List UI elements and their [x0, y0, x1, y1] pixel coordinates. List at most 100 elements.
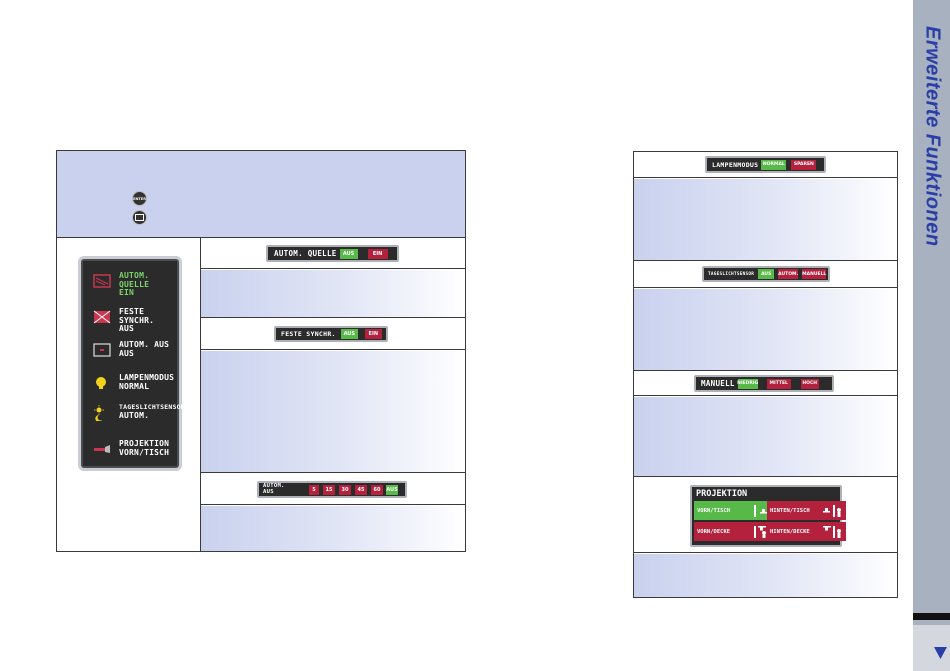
left-row-desc-3: [201, 506, 465, 551]
chapter-title: Erweiterte Funktionen: [915, 26, 949, 256]
left-header-row: ENTER: [57, 151, 465, 238]
menu-item-fixed-sync-line2: AUS: [119, 324, 135, 333]
menu-item-projection[interactable]: PROJEKTION VORN/TISCH: [93, 439, 170, 457]
enter-button-label: ENTER: [133, 196, 146, 201]
menu-item-daylight-sensor[interactable]: TAGESLICHTSENSOR AUTOM.: [93, 403, 185, 421]
left-row-auto-source-osd: AUTOM. QUELLE AUS EIN: [201, 238, 465, 269]
right-row-desc-3: [634, 397, 897, 477]
page-marker-bar: [913, 613, 950, 620]
right-row-manual-osd: MANUELL NIEDRIG MITTEL HOCH: [634, 372, 897, 396]
osd-projection-option-vorn-decke-label: VORN/DECKE: [697, 528, 731, 535]
osd-auto-off-label-line1: AUTOM.: [263, 483, 285, 489]
osd-fixed-sync-option-aus[interactable]: AUS: [340, 329, 358, 339]
front-ceiling-icon: [754, 525, 766, 538]
menu-item-projection-line2: VORN/TISCH: [119, 447, 170, 457]
osd-fixed-sync: FESTE SYNCHR. AUS EIN: [274, 326, 388, 342]
next-page-icon[interactable]: [933, 646, 948, 661]
osd-lamp-mode: LAMPENMODUS NORMAL SPAREN: [705, 156, 826, 173]
osd-projection-option-hinten-tisch[interactable]: HINTEN/TISCH: [767, 501, 846, 520]
menu-item-lamp-mode-line1: LAMPENMODUS: [119, 373, 175, 382]
auto-off-icon: [93, 343, 111, 357]
osd-auto-off-option-aus[interactable]: AUS: [386, 484, 398, 495]
menu-item-fixed-sync-line1: FESTE SYNCHR.: [119, 307, 155, 325]
left-row-fixed-sync-osd: FESTE SYNCHR. AUS EIN: [201, 319, 465, 350]
menu-item-lamp-mode[interactable]: LAMPENMODUS NORMAL: [93, 373, 175, 391]
osd-menu-panel: AUTOM. QUELLE EIN FESTE SYNCHR. AUS: [78, 256, 185, 471]
osd-auto-off-label: AUTOM. AUS: [263, 483, 303, 495]
menu-button[interactable]: [132, 210, 147, 225]
right-row-desc-1: [634, 179, 897, 261]
rear-ceiling-icon: [823, 525, 841, 538]
osd-menu-inner: AUTOM. QUELLE EIN FESTE SYNCHR. AUS: [83, 261, 185, 466]
osd-manual: MANUELL NIEDRIG MITTEL HOCH: [694, 375, 834, 392]
menu-item-auto-off-line1: AUTOM. AUS: [119, 340, 170, 349]
osd-auto-source-option-ein[interactable]: EIN: [367, 248, 388, 259]
osd-auto-source-option-aus[interactable]: AUS: [339, 248, 358, 259]
enter-button[interactable]: ENTER: [132, 191, 147, 206]
osd-auto-source-label: AUTOM. QUELLE: [274, 249, 337, 258]
osd-projection: PROJEKTION VORN/TISCH HINTEN/TISCH VORN/…: [690, 485, 846, 547]
left-row-desc-2: [201, 351, 465, 473]
projector-icon: [94, 445, 110, 453]
osd-projection-title: PROJEKTION: [696, 489, 748, 499]
osd-daylight-option-manuell[interactable]: MANUELL: [802, 269, 826, 279]
osd-daylight-option-aus[interactable]: AUS: [758, 269, 775, 279]
left-row-auto-off-osd: AUTOM. AUS 5 15 30 45 60 AUS: [201, 474, 465, 505]
osd-daylight-sensor: TAGESLICHTSENSOR AUS AUTOM. MANUELL: [702, 266, 830, 282]
menu-item-daylight-sensor-line2: AUTOM.: [119, 410, 150, 420]
osd-auto-off-option-60[interactable]: 60: [371, 484, 383, 495]
osd-projection-option-hinten-decke-label: HINTEN/DECKE: [770, 528, 810, 535]
right-row-lamp-mode-osd: LAMPENMODUS NORMAL SPAREN: [634, 152, 897, 178]
menu-item-lamp-mode-line2: NORMAL: [119, 381, 150, 391]
menu-button-icon: [135, 214, 144, 221]
osd-projection-option-vorn-tisch[interactable]: VORN/TISCH: [694, 501, 771, 520]
osd-lamp-mode-option-normal[interactable]: NORMAL: [761, 159, 787, 170]
lamp-icon: [96, 377, 106, 389]
osd-fixed-sync-option-ein[interactable]: EIN: [364, 329, 382, 339]
chapter-sidebar: Erweiterte Funktionen: [913, 0, 950, 671]
right-row-daylight-osd: TAGESLICHTSENSOR AUS AUTOM. MANUELL: [634, 262, 897, 288]
menu-item-auto-source-line3: EIN: [119, 288, 135, 297]
left-table: [56, 150, 466, 552]
osd-auto-off-option-5[interactable]: 5: [309, 484, 319, 495]
auto-source-icon: [93, 274, 111, 288]
osd-lamp-mode-option-sparen[interactable]: SPAREN: [791, 159, 817, 170]
front-table-icon: [754, 504, 767, 517]
osd-auto-off-option-45[interactable]: 45: [355, 484, 367, 495]
osd-auto-off-option-15[interactable]: 15: [323, 484, 335, 495]
osd-manual-option-niedrig[interactable]: NIEDRIG: [737, 378, 758, 389]
osd-projection-option-vorn-tisch-label: VORN/TISCH: [697, 507, 731, 514]
chapter-title-text: Erweiterte Funktionen: [921, 26, 944, 247]
left-row-desc-1: [201, 270, 465, 318]
osd-auto-off-label-line2: AUS: [263, 488, 274, 495]
menu-item-auto-source[interactable]: AUTOM. QUELLE EIN: [93, 271, 150, 298]
osd-daylight-option-autom[interactable]: AUTOM.: [778, 269, 798, 279]
menu-item-auto-source-line2: QUELLE: [119, 279, 150, 289]
menu-item-auto-off[interactable]: AUTOM. AUS AUS: [93, 340, 170, 358]
osd-auto-off: AUTOM. AUS 5 15 30 45 60 AUS: [257, 481, 407, 498]
menu-item-projection-line1: PROJEKTION: [119, 439, 170, 448]
osd-manual-option-hoch[interactable]: HOCH: [800, 378, 819, 389]
osd-auto-source: AUTOM. QUELLE AUS EIN: [266, 245, 399, 262]
osd-manual-label: MANUELL: [701, 379, 735, 388]
osd-projection-option-vorn-decke[interactable]: VORN/DECKE: [694, 522, 771, 541]
menu-item-fixed-sync[interactable]: FESTE SYNCHR. AUS: [93, 307, 177, 334]
daylight-sensor-icon: [94, 405, 104, 421]
osd-daylight-sensor-label: TAGESLICHTSENSOR: [708, 271, 755, 277]
rear-table-icon: [823, 504, 841, 517]
right-table: [633, 151, 898, 598]
osd-projection-option-hinten-decke[interactable]: HINTEN/DECKE: [767, 522, 846, 541]
osd-manual-option-mittel[interactable]: MITTEL: [766, 378, 791, 389]
osd-fixed-sync-label: FESTE SYNCHR.: [281, 330, 336, 338]
left-column-divider: [200, 238, 201, 551]
osd-auto-off-option-30[interactable]: 30: [339, 484, 351, 495]
osd-lamp-mode-label: LAMPENMODUS: [712, 160, 759, 169]
menu-item-daylight-sensor-line1: TAGESLICHTSENSOR: [119, 403, 185, 411]
menu-item-auto-off-line2: AUS: [119, 348, 135, 358]
menu-item-auto-source-line1: AUTOM.: [119, 271, 150, 280]
right-row-desc-4: [634, 554, 897, 597]
osd-projection-option-hinten-tisch-label: HINTEN/TISCH: [770, 507, 810, 514]
right-row-projection-osd: PROJEKTION VORN/TISCH HINTEN/TISCH VORN/…: [634, 478, 897, 553]
right-row-desc-2: [634, 289, 897, 371]
fixed-sync-icon: [93, 310, 111, 324]
